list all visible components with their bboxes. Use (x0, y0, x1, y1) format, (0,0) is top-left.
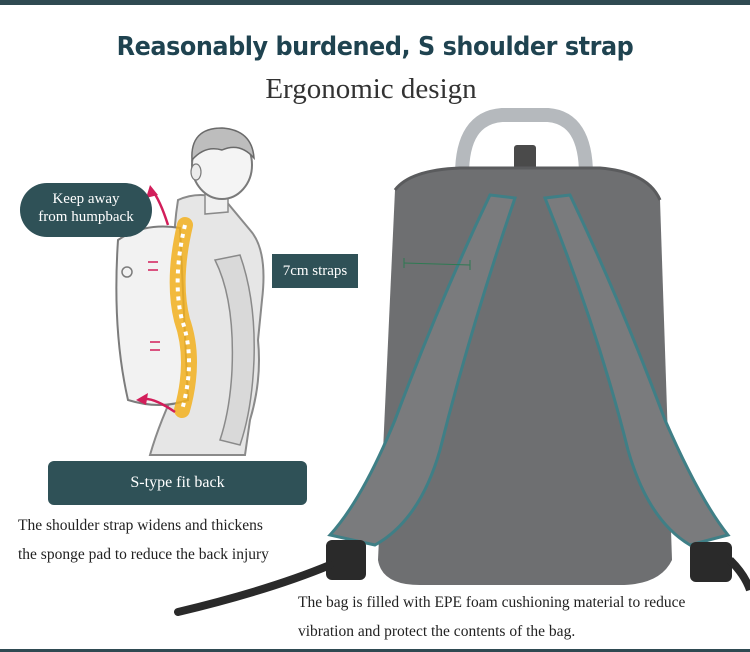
top-border (0, 0, 750, 5)
straps-callout: 7cm straps (272, 254, 358, 288)
s-type-badge: S-type fit back (48, 461, 307, 505)
keep-away-line1: Keep away (52, 191, 120, 207)
strap-description-line1: The shoulder strap widens and thickens (18, 517, 263, 534)
bag-description: The bag is filled with EPE foam cushioni… (298, 588, 750, 646)
strap-description: The shoulder strap widens and thickens t… (18, 511, 308, 569)
keep-away-line2: from humpback (38, 209, 134, 225)
keep-away-callout: Keep away from humpback (20, 183, 152, 237)
bag-description-line1: The bag is filled with EPE foam cushioni… (298, 594, 686, 611)
bottom-border (0, 649, 750, 652)
bag-description-line2: vibration and protect the contents of th… (298, 623, 576, 640)
strap-description-line2: the sponge pad to reduce the back injury (18, 546, 269, 563)
page-title: Reasonably burdened, S shoulder strap (116, 32, 634, 62)
page-subtitle: Ergonomic design (265, 73, 477, 105)
